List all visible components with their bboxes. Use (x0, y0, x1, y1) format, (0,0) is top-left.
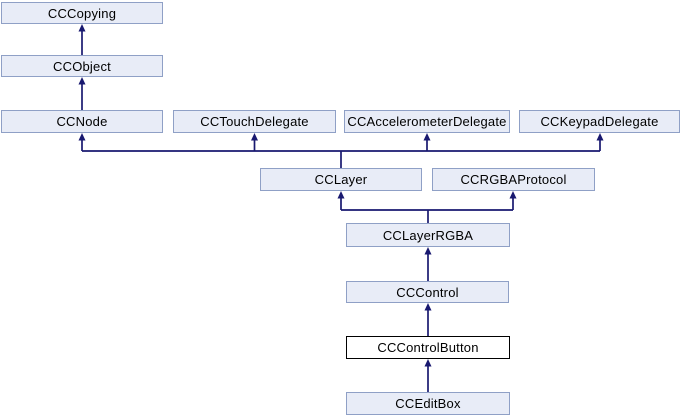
class-node-ccaccelerometerdelegate[interactable]: CCAccelerometerDelegate (344, 110, 510, 133)
class-node-ccrgbaprotocol[interactable]: CCRGBAProtocol (432, 168, 595, 191)
edge-cccontrolbutton-to-cccontrol (424, 303, 432, 336)
class-node-cctouchdelegate[interactable]: CCTouchDelegate (173, 110, 336, 133)
class-node-cclayerrgba[interactable]: CCLayerRGBA (346, 223, 510, 247)
edge-cclayer-to-bases (78, 133, 604, 168)
class-node-cclayer[interactable]: CCLayer (260, 168, 422, 191)
class-node-cccontrolbutton-current: CCControlButton (346, 336, 510, 359)
class-node-cccopying[interactable]: CCCopying (1, 2, 163, 24)
class-node-ccobject[interactable]: CCObject (1, 55, 163, 77)
class-node-cccontrol[interactable]: CCControl (346, 281, 509, 303)
edge-ccnode-to-ccobject (78, 77, 86, 110)
edge-cccontrol-to-cclayerrgba (424, 247, 432, 281)
class-node-ccnode[interactable]: CCNode (1, 110, 163, 133)
edge-cclayerrgba-to-bases (337, 191, 517, 223)
class-node-cceditbox[interactable]: CCEditBox (346, 392, 510, 415)
class-node-cckeypaddelegate[interactable]: CCKeypadDelegate (519, 110, 680, 133)
edge-ccobject-to-cccopying (78, 24, 86, 55)
edge-cceditbox-to-cccontrolbutton (424, 359, 432, 392)
